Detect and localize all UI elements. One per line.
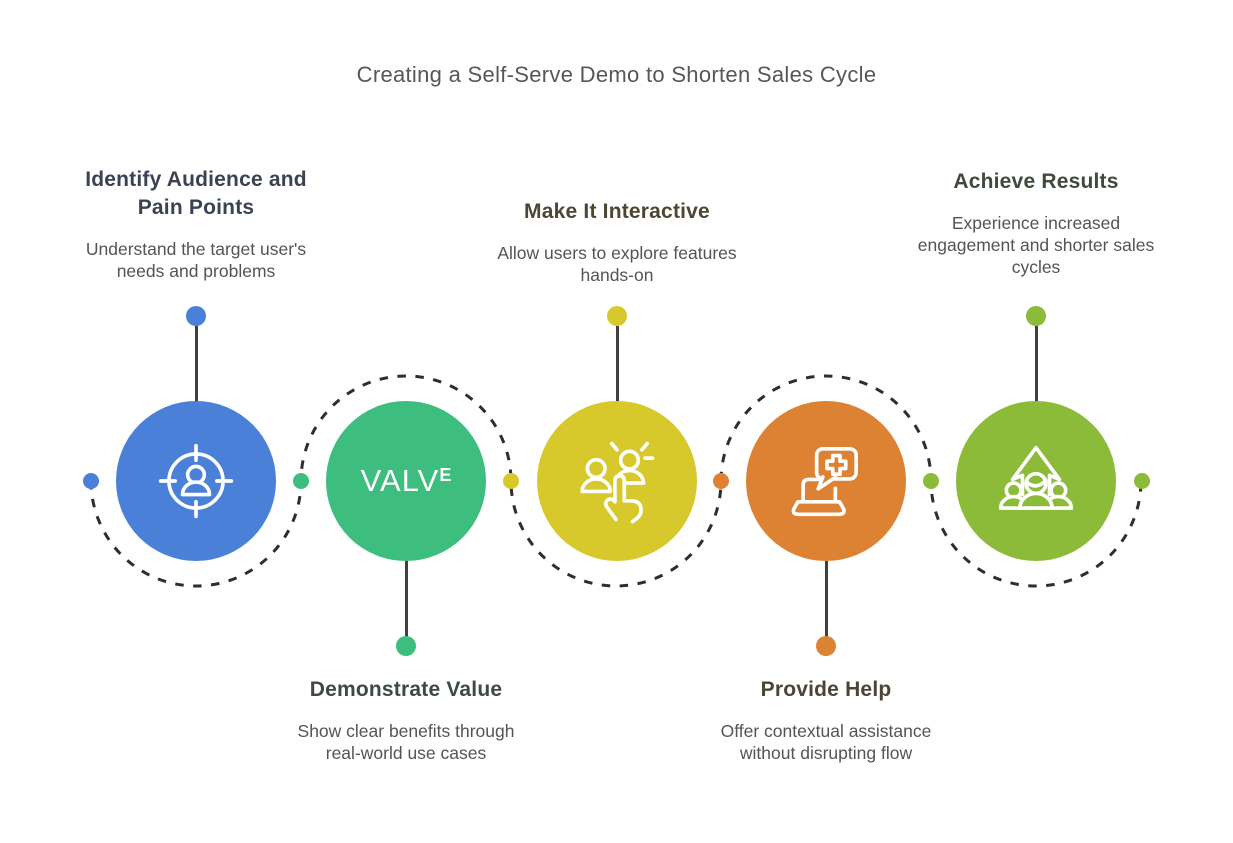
team-growth-icon	[998, 445, 1074, 510]
valve-logo-text: VALV	[360, 463, 440, 498]
step-2-title-line-1: Demonstrate Value	[309, 678, 503, 701]
step-2-node-dot	[396, 636, 416, 656]
step-5-desc-line-3: cycles	[1011, 257, 1061, 277]
path-dot-6	[1134, 473, 1150, 489]
step-3-circle	[537, 401, 697, 561]
valve-logo: VALVE	[361, 463, 452, 499]
step-1-stem-line	[194, 326, 198, 402]
step-2-circle: VALVE	[326, 401, 486, 561]
step-1-circle	[116, 401, 276, 561]
step-1-node-dot	[186, 306, 206, 326]
step-5-text-block: Achieve Results Experience increased eng…	[886, 168, 1186, 278]
step-4-circle	[746, 401, 906, 561]
valve-logo-superscript: E	[439, 465, 452, 485]
step-4-description: Offer contextual assistance without disr…	[676, 720, 976, 764]
step-5-title: Achieve Results	[886, 168, 1186, 196]
step-2-title: Demonstrate Value	[256, 676, 556, 704]
step-5-title-line-1: Achieve Results	[953, 170, 1119, 193]
step-4-title: Provide Help	[676, 676, 976, 704]
step-4-text-block: Provide Help Offer contextual assistance…	[676, 676, 976, 764]
page-title: Creating a Self-Serve Demo to Shorten Sa…	[356, 62, 877, 87]
step-1-text-block: Identify Audience and Pain Points Unders…	[46, 166, 346, 282]
step-1-description: Understand the target user's needs and p…	[46, 238, 346, 282]
path-dot-5	[923, 473, 939, 489]
step-3-desc-line-2: hands-on	[580, 265, 654, 285]
step-5-circle	[956, 401, 1116, 561]
path-dot-4	[713, 473, 729, 489]
step-3-text-block: Make It Interactive Allow users to explo…	[467, 198, 767, 286]
step-5-desc-line-2: engagement and shorter sales	[917, 235, 1155, 255]
user-tap-icon	[580, 441, 655, 524]
step-4-stem-line	[824, 561, 828, 637]
step-4-node-dot	[816, 636, 836, 656]
step-5-stem-line	[1034, 326, 1038, 402]
step-3-title: Make It Interactive	[467, 198, 767, 226]
step-4-desc-line-2: without disrupting flow	[739, 743, 913, 763]
step-3-title-line-1: Make It Interactive	[524, 200, 710, 223]
step-1-title-line-1: Identify Audience and	[85, 168, 307, 191]
step-3-node-dot	[607, 306, 627, 326]
step-5-desc-line-1: Experience increased	[951, 213, 1121, 233]
step-1-title: Identify Audience and Pain Points	[46, 166, 346, 222]
step-3-stem-line	[615, 326, 619, 402]
step-1-desc-line-2: needs and problems	[116, 261, 276, 281]
target-audience-icon	[158, 443, 234, 519]
step-2-description: Show clear benefits through real-world u…	[256, 720, 556, 764]
path-dot-1	[83, 473, 99, 489]
step-3-description: Allow users to explore features hands-on	[467, 242, 767, 286]
step-2-desc-line-2: real-world use cases	[325, 743, 487, 763]
step-5-description: Experience increased engagement and shor…	[886, 212, 1186, 278]
step-1-title-line-2: Pain Points	[137, 196, 255, 219]
laptop-help-icon	[791, 446, 858, 517]
step-2-text-block: Demonstrate Value Show clear benefits th…	[256, 676, 556, 764]
step-2-desc-line-1: Show clear benefits through	[297, 721, 515, 741]
path-dot-3	[503, 473, 519, 489]
path-dot-2	[293, 473, 309, 489]
step-3-desc-line-1: Allow users to explore features	[497, 243, 737, 263]
step-5-node-dot	[1026, 306, 1046, 326]
step-1-desc-line-1: Understand the target user's	[85, 239, 307, 259]
step-4-title-line-1: Provide Help	[760, 678, 892, 701]
step-4-desc-line-1: Offer contextual assistance	[720, 721, 932, 741]
step-2-stem-line	[404, 561, 408, 637]
